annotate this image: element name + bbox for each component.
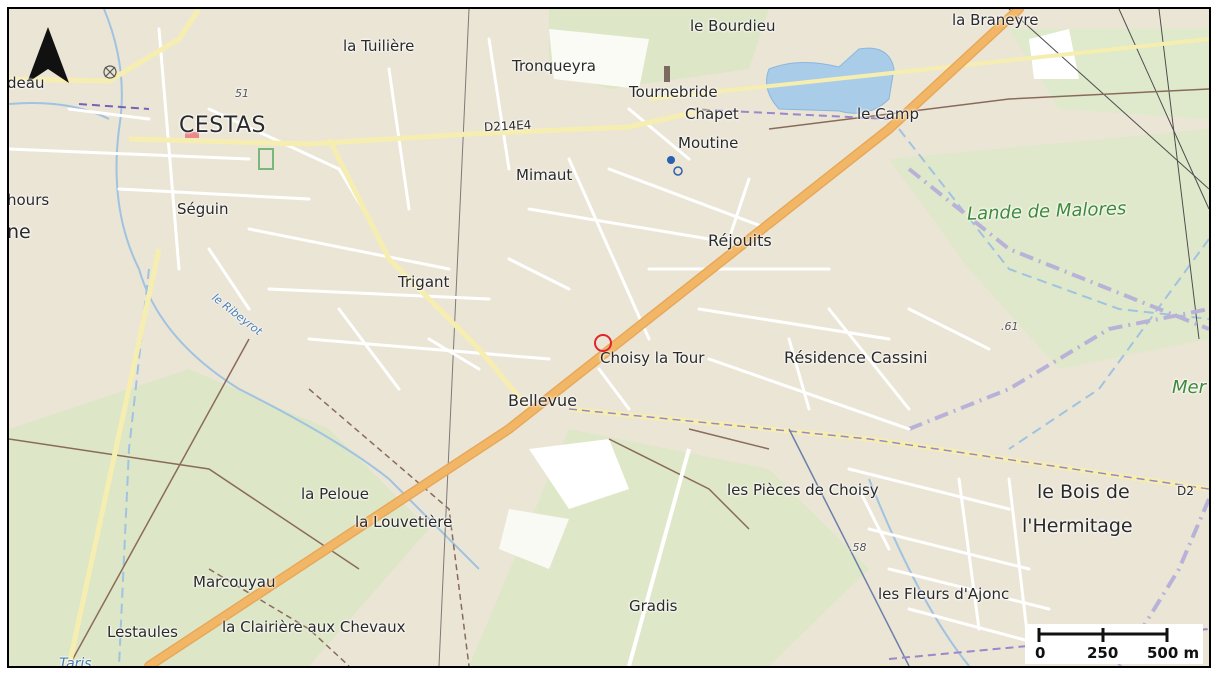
sports-field — [258, 148, 274, 170]
river — [103, 9, 480, 570]
label-trigant: Trigant — [398, 273, 450, 291]
label-le-bois-de: le Bois de — [1037, 481, 1130, 503]
map-frame: CESTAS la Tuilière Tronqueyra le Bourdie… — [7, 7, 1211, 668]
white-field — [529, 439, 629, 509]
label-bellevue: Bellevue — [508, 391, 578, 410]
label-la-clairiere: la Clairière aux Chevaux — [222, 618, 406, 636]
scale-label-250: 250 — [1087, 644, 1119, 662]
street-network — [9, 27, 1061, 651]
boundary-road — [568, 408, 1209, 490]
poi-red-building — [185, 132, 199, 138]
label-elev-61: .61 — [1001, 320, 1019, 333]
motorway-core — [145, 9, 1023, 666]
label-cestas: CESTAS — [179, 113, 266, 138]
label-les-pieces-de-choisy: les Pièces de Choisy — [727, 481, 879, 499]
power-line — [1158, 9, 1200, 340]
forest-area — [9, 369, 429, 666]
track — [688, 428, 770, 450]
map-canvas[interactable] — [9, 9, 1209, 666]
poi-dot — [673, 166, 683, 176]
label-tournebride: Tournebride — [629, 83, 718, 101]
scale-label-0: 0 — [1035, 644, 1046, 662]
label-elev-51: 51 — [235, 87, 249, 100]
label-seguin: Séguin — [177, 200, 229, 218]
track — [208, 568, 350, 666]
white-field — [549, 29, 649, 89]
label-gradis: Gradis — [629, 597, 678, 615]
power-line — [1008, 9, 1209, 190]
track — [608, 438, 750, 530]
stream-dashed — [1008, 238, 1209, 450]
label-la-peloue: la Peloue — [301, 485, 369, 503]
railway — [788, 428, 910, 666]
label-choisy-la-tour: Choisy la Tour — [600, 349, 705, 367]
stream-dashed — [118, 268, 150, 666]
label-deau: deau — [7, 74, 45, 92]
label-la-tuiliere: la Tuilière — [343, 37, 415, 55]
white-field — [499, 509, 569, 569]
label-rejouits: Réjouits — [708, 231, 772, 250]
poi-church — [103, 65, 117, 79]
boundary-road — [688, 108, 890, 120]
label-chapet: Chapet — [685, 105, 739, 123]
label-les-fleurs: les Fleurs d'Ajonc — [878, 585, 1010, 603]
track — [308, 388, 470, 666]
label-ne: ne — [7, 221, 31, 243]
label-tronqueyra: Tronqueyra — [512, 57, 596, 75]
location-marker[interactable] — [594, 334, 612, 352]
label-marcouyau: Marcouyau — [193, 573, 276, 591]
poi-dot — [667, 156, 675, 164]
river — [9, 102, 110, 120]
secondary-road — [627, 448, 691, 666]
secondary-road — [9, 9, 202, 84]
label-taris: Taris — [59, 656, 92, 668]
label-residence-cassini: Résidence Cassini — [784, 348, 928, 367]
label-d2: D2 — [1177, 484, 1194, 498]
track — [68, 338, 250, 666]
boundary-road — [78, 103, 150, 110]
label-moutine: Moutine — [678, 134, 739, 152]
label-d214e4: D214E4 — [483, 117, 532, 135]
label-lestaules: Lestaules — [107, 623, 178, 641]
scale-bar: 0 250 500 m — [1025, 624, 1203, 664]
secondary-road — [648, 37, 1209, 101]
secondary-road — [326, 137, 531, 411]
label-la-louvetiere: la Louvetière — [355, 513, 453, 531]
secondary-road — [66, 248, 162, 666]
label-la-braneyre: la Braneyre — [952, 11, 1039, 29]
north-arrow-icon — [27, 27, 69, 83]
label-mer: Mer — [1172, 377, 1207, 398]
track — [9, 438, 360, 570]
scale-bar-line — [1037, 628, 1169, 642]
poi-tower — [664, 66, 670, 82]
track — [768, 88, 1209, 130]
stream-dashed — [898, 128, 1209, 320]
power-line — [438, 9, 470, 666]
scale-label-500m: 500 m — [1147, 644, 1200, 662]
label-le-bourdieu: le Bourdieu — [690, 17, 776, 35]
forest-area — [889, 129, 1209, 369]
label-lhermitage: l'Hermitage — [1022, 515, 1133, 537]
label-le-camp: le Camp — [857, 105, 919, 123]
river — [868, 478, 970, 666]
secondary-road — [128, 106, 710, 147]
label-mimaut: Mimaut — [516, 166, 573, 184]
label-hours: hours — [7, 191, 50, 209]
label-elev-58: .58 — [849, 541, 867, 554]
